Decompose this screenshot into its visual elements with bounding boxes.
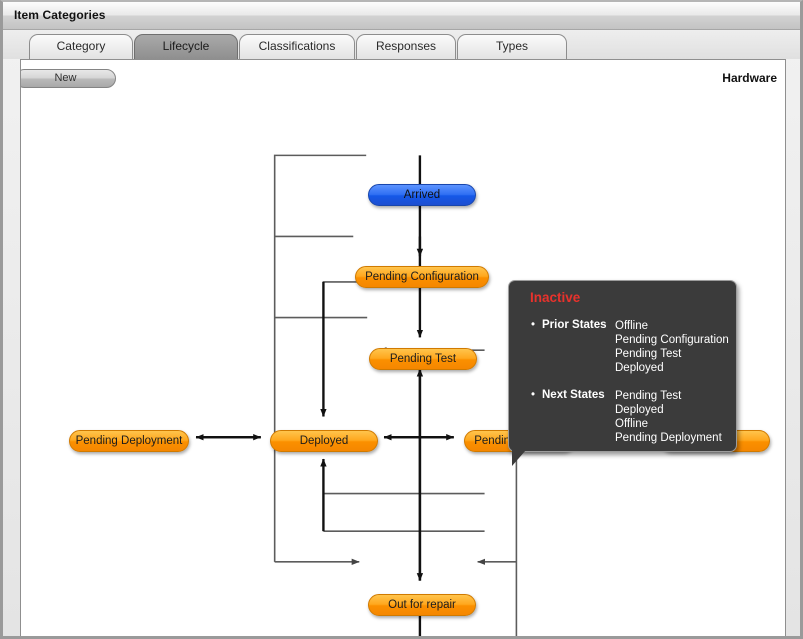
- new-button[interactable]: New: [20, 69, 116, 88]
- tooltip-row-label: Prior States: [542, 319, 607, 331]
- bullet-icon: •: [531, 319, 535, 331]
- tooltip-row-values: OfflinePending ConfigurationPending Test…: [615, 319, 729, 375]
- lifecycle-diagram-canvas: ArrivedPending ConfigurationPending Test…: [21, 98, 785, 636]
- tab-bar: CategoryLifecycleClassificationsResponse…: [3, 30, 800, 59]
- tooltip-state-value: Pending Test: [615, 347, 729, 361]
- tooltip-state-value: Offline: [615, 417, 722, 431]
- tab-lifecycle[interactable]: Lifecycle: [134, 34, 238, 59]
- state-node-label: Pending Configuration: [356, 267, 488, 287]
- context-label-hardware: Hardware: [722, 71, 777, 85]
- tooltip-state-value: Deployed: [615, 361, 729, 375]
- tooltip-tail: [512, 450, 526, 466]
- state-node-label: Pending Test: [370, 349, 476, 369]
- state-node-outrepair[interactable]: Out for repair: [368, 594, 476, 616]
- bullet-icon: •: [531, 389, 535, 401]
- tooltip-state-value: Offline: [615, 319, 729, 333]
- state-node-label: Deployed: [271, 431, 377, 451]
- state-node-arrived[interactable]: Arrived: [368, 184, 476, 206]
- window-title-bar: Item Categories: [3, 2, 800, 30]
- state-node-penddep[interactable]: Pending Deployment: [69, 430, 189, 452]
- tab-types[interactable]: Types: [457, 34, 567, 59]
- tooltip-row-label: Next States: [542, 389, 605, 401]
- tooltip-row-values: Pending TestDeployedOfflinePending Deplo…: [615, 389, 722, 445]
- state-node-label: Arrived: [369, 185, 475, 205]
- state-node-pendtest[interactable]: Pending Test: [369, 348, 477, 370]
- tooltip-state-value: Pending Configuration: [615, 333, 729, 347]
- state-node-deployed[interactable]: Deployed: [270, 430, 378, 452]
- tooltip-title: Inactive: [530, 290, 580, 305]
- state-node-label: Pending Deployment: [70, 431, 188, 451]
- tab-classifications[interactable]: Classifications: [239, 34, 355, 59]
- tab-category[interactable]: Category: [29, 34, 133, 59]
- tooltip-state-value: Pending Test: [615, 389, 722, 403]
- state-tooltip: Inactive•Prior StatesOfflinePending Conf…: [508, 280, 737, 452]
- tab-responses[interactable]: Responses: [356, 34, 456, 59]
- tooltip-state-value: Pending Deployment: [615, 431, 722, 445]
- content-panel: New Hardware: [20, 59, 786, 636]
- window-title: Item Categories: [14, 8, 106, 22]
- tooltip-state-value: Deployed: [615, 403, 722, 417]
- state-node-pendcfg[interactable]: Pending Configuration: [355, 266, 489, 288]
- state-node-label: Out for repair: [369, 595, 475, 615]
